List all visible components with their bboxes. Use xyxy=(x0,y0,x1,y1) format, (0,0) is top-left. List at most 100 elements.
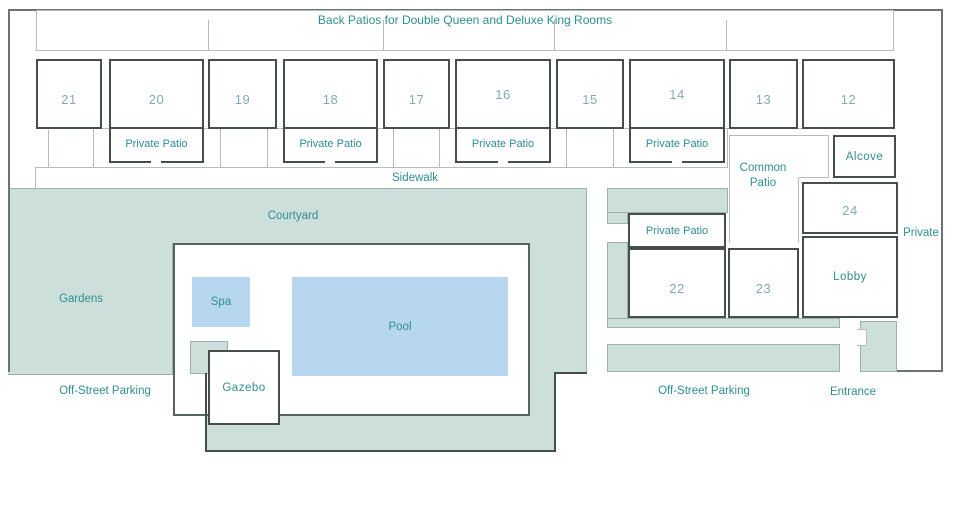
private-patio-room22: Private Patio xyxy=(628,213,726,248)
banner-divider xyxy=(383,20,384,51)
alcove: Alcove xyxy=(833,135,896,178)
back-patios-strip: Back Patios for Double Queen and Deluxe … xyxy=(36,10,894,51)
patio-gate xyxy=(151,159,161,164)
room-14: 14 xyxy=(629,59,725,129)
room-21-number: 21 xyxy=(61,91,77,107)
entrance-label: Entrance xyxy=(813,385,893,399)
off-street-parking-label-text: Off-Street Parking xyxy=(59,385,151,397)
banner-divider xyxy=(726,20,727,51)
pool: Pool xyxy=(292,277,508,376)
step-line xyxy=(35,167,93,168)
patio-gate xyxy=(672,159,682,164)
gardens-bottom-edge xyxy=(8,374,206,375)
common-patio-area-lower xyxy=(729,178,799,243)
parking-walkway-strip xyxy=(607,344,840,372)
room-16-number: 16 xyxy=(495,86,511,102)
fence-room18 xyxy=(267,129,394,168)
common-patio-step-edge xyxy=(799,177,829,178)
private-patio-room14: Private Patio xyxy=(629,127,725,163)
room-20: 20 xyxy=(109,59,204,129)
courtyard-label-text: Courtyard xyxy=(267,210,319,222)
room-22-number: 22 xyxy=(669,280,685,296)
room-17: 17 xyxy=(383,59,450,129)
step-line xyxy=(221,167,267,168)
walkway-below-rooms xyxy=(607,318,840,328)
room-19: 19 xyxy=(208,59,277,129)
private-patio-label: Private Patio xyxy=(471,138,535,150)
wrap-right-edge xyxy=(554,372,556,452)
wrap-step-edge xyxy=(554,372,587,374)
alcove-label: Alcove xyxy=(845,150,884,163)
back-patios-banner-label: Back Patios for Double Queen and Deluxe … xyxy=(317,13,613,27)
banner-divider xyxy=(208,20,209,51)
gazebo-label: Gazebo xyxy=(222,381,266,394)
private-patio-room18: Private Patio xyxy=(283,127,378,163)
common-patio-label-text: Common Patio xyxy=(739,162,787,189)
step-line xyxy=(394,167,439,168)
room-23: 23 xyxy=(728,248,799,318)
banner-divider xyxy=(554,20,555,51)
entrance-notch xyxy=(857,329,867,346)
private-patio-label: Private Patio xyxy=(645,224,709,237)
room-17-number: 17 xyxy=(408,91,425,107)
off-street-parking-right-label: Off-Street Parking xyxy=(634,384,774,398)
common-patio-label: Common Patio xyxy=(733,160,793,192)
gazebo: Gazebo xyxy=(208,350,280,425)
off-street-parking-label-text: Off-Street Parking xyxy=(658,385,750,397)
wrap-left-edge xyxy=(205,373,207,452)
sidewalk-label: Sidewalk xyxy=(375,171,455,184)
room-13: 13 xyxy=(729,59,798,129)
private-label-text: Private xyxy=(903,227,939,239)
room-12-number: 12 xyxy=(840,91,857,107)
off-street-parking-left-label: Off-Street Parking xyxy=(35,384,175,398)
courtyard-label: Courtyard xyxy=(243,209,343,223)
fence-room16 xyxy=(439,129,567,168)
room-21: 21 xyxy=(36,59,102,129)
spa-label: Spa xyxy=(210,296,232,308)
spa: Spa xyxy=(192,277,250,327)
room-18-number: 18 xyxy=(322,91,339,107)
room-13-number: 13 xyxy=(755,91,772,107)
gardens-right-edge xyxy=(172,243,173,374)
courtyard-right-band xyxy=(530,243,587,372)
private-patio-room16: Private Patio xyxy=(455,127,551,163)
entrance-label-text: Entrance xyxy=(829,386,877,398)
patio-gate xyxy=(325,159,335,164)
private-patio-label: Private Patio xyxy=(645,138,709,150)
courtyard-right-edge xyxy=(586,188,587,372)
room-16: 16 xyxy=(455,59,551,129)
room-15: 15 xyxy=(556,59,624,129)
walkway-left-of-room22 xyxy=(607,242,628,318)
sidewalk-label-text: Sidewalk xyxy=(391,171,439,184)
lobby-label: Lobby xyxy=(833,271,867,283)
gardens-label: Gardens xyxy=(31,292,131,306)
patio-gate xyxy=(498,159,508,164)
room-24: 24 xyxy=(802,182,898,234)
courtyard-area xyxy=(8,188,587,243)
private-label: Private xyxy=(899,226,943,240)
room-22: 22 xyxy=(628,248,726,318)
courtyard-top-edge xyxy=(8,188,587,189)
step-line xyxy=(48,130,49,167)
gardens-label-text: Gardens xyxy=(58,293,104,305)
fence-room14 xyxy=(613,129,728,168)
walkway-above-patio22 xyxy=(607,188,728,213)
step-line xyxy=(35,167,36,188)
walkway-above-patio22-leg xyxy=(607,213,628,224)
room-24-number: 24 xyxy=(842,202,858,218)
room-14-number: 14 xyxy=(669,86,685,102)
room-18: 18 xyxy=(283,59,378,129)
room-20-number: 20 xyxy=(148,91,165,107)
room-19-number: 19 xyxy=(234,91,251,107)
room-23-number: 23 xyxy=(755,280,772,296)
step-line xyxy=(567,167,613,168)
private-patio-label: Private Patio xyxy=(299,138,362,150)
private-patio-room20: Private Patio xyxy=(109,127,204,163)
lobby: Lobby xyxy=(802,236,898,318)
common-patio-area xyxy=(729,135,829,178)
room-15-number: 15 xyxy=(582,91,598,107)
wrap-bottom-edge xyxy=(205,450,556,452)
room-12: 12 xyxy=(802,59,895,129)
gardens-area xyxy=(8,243,172,374)
